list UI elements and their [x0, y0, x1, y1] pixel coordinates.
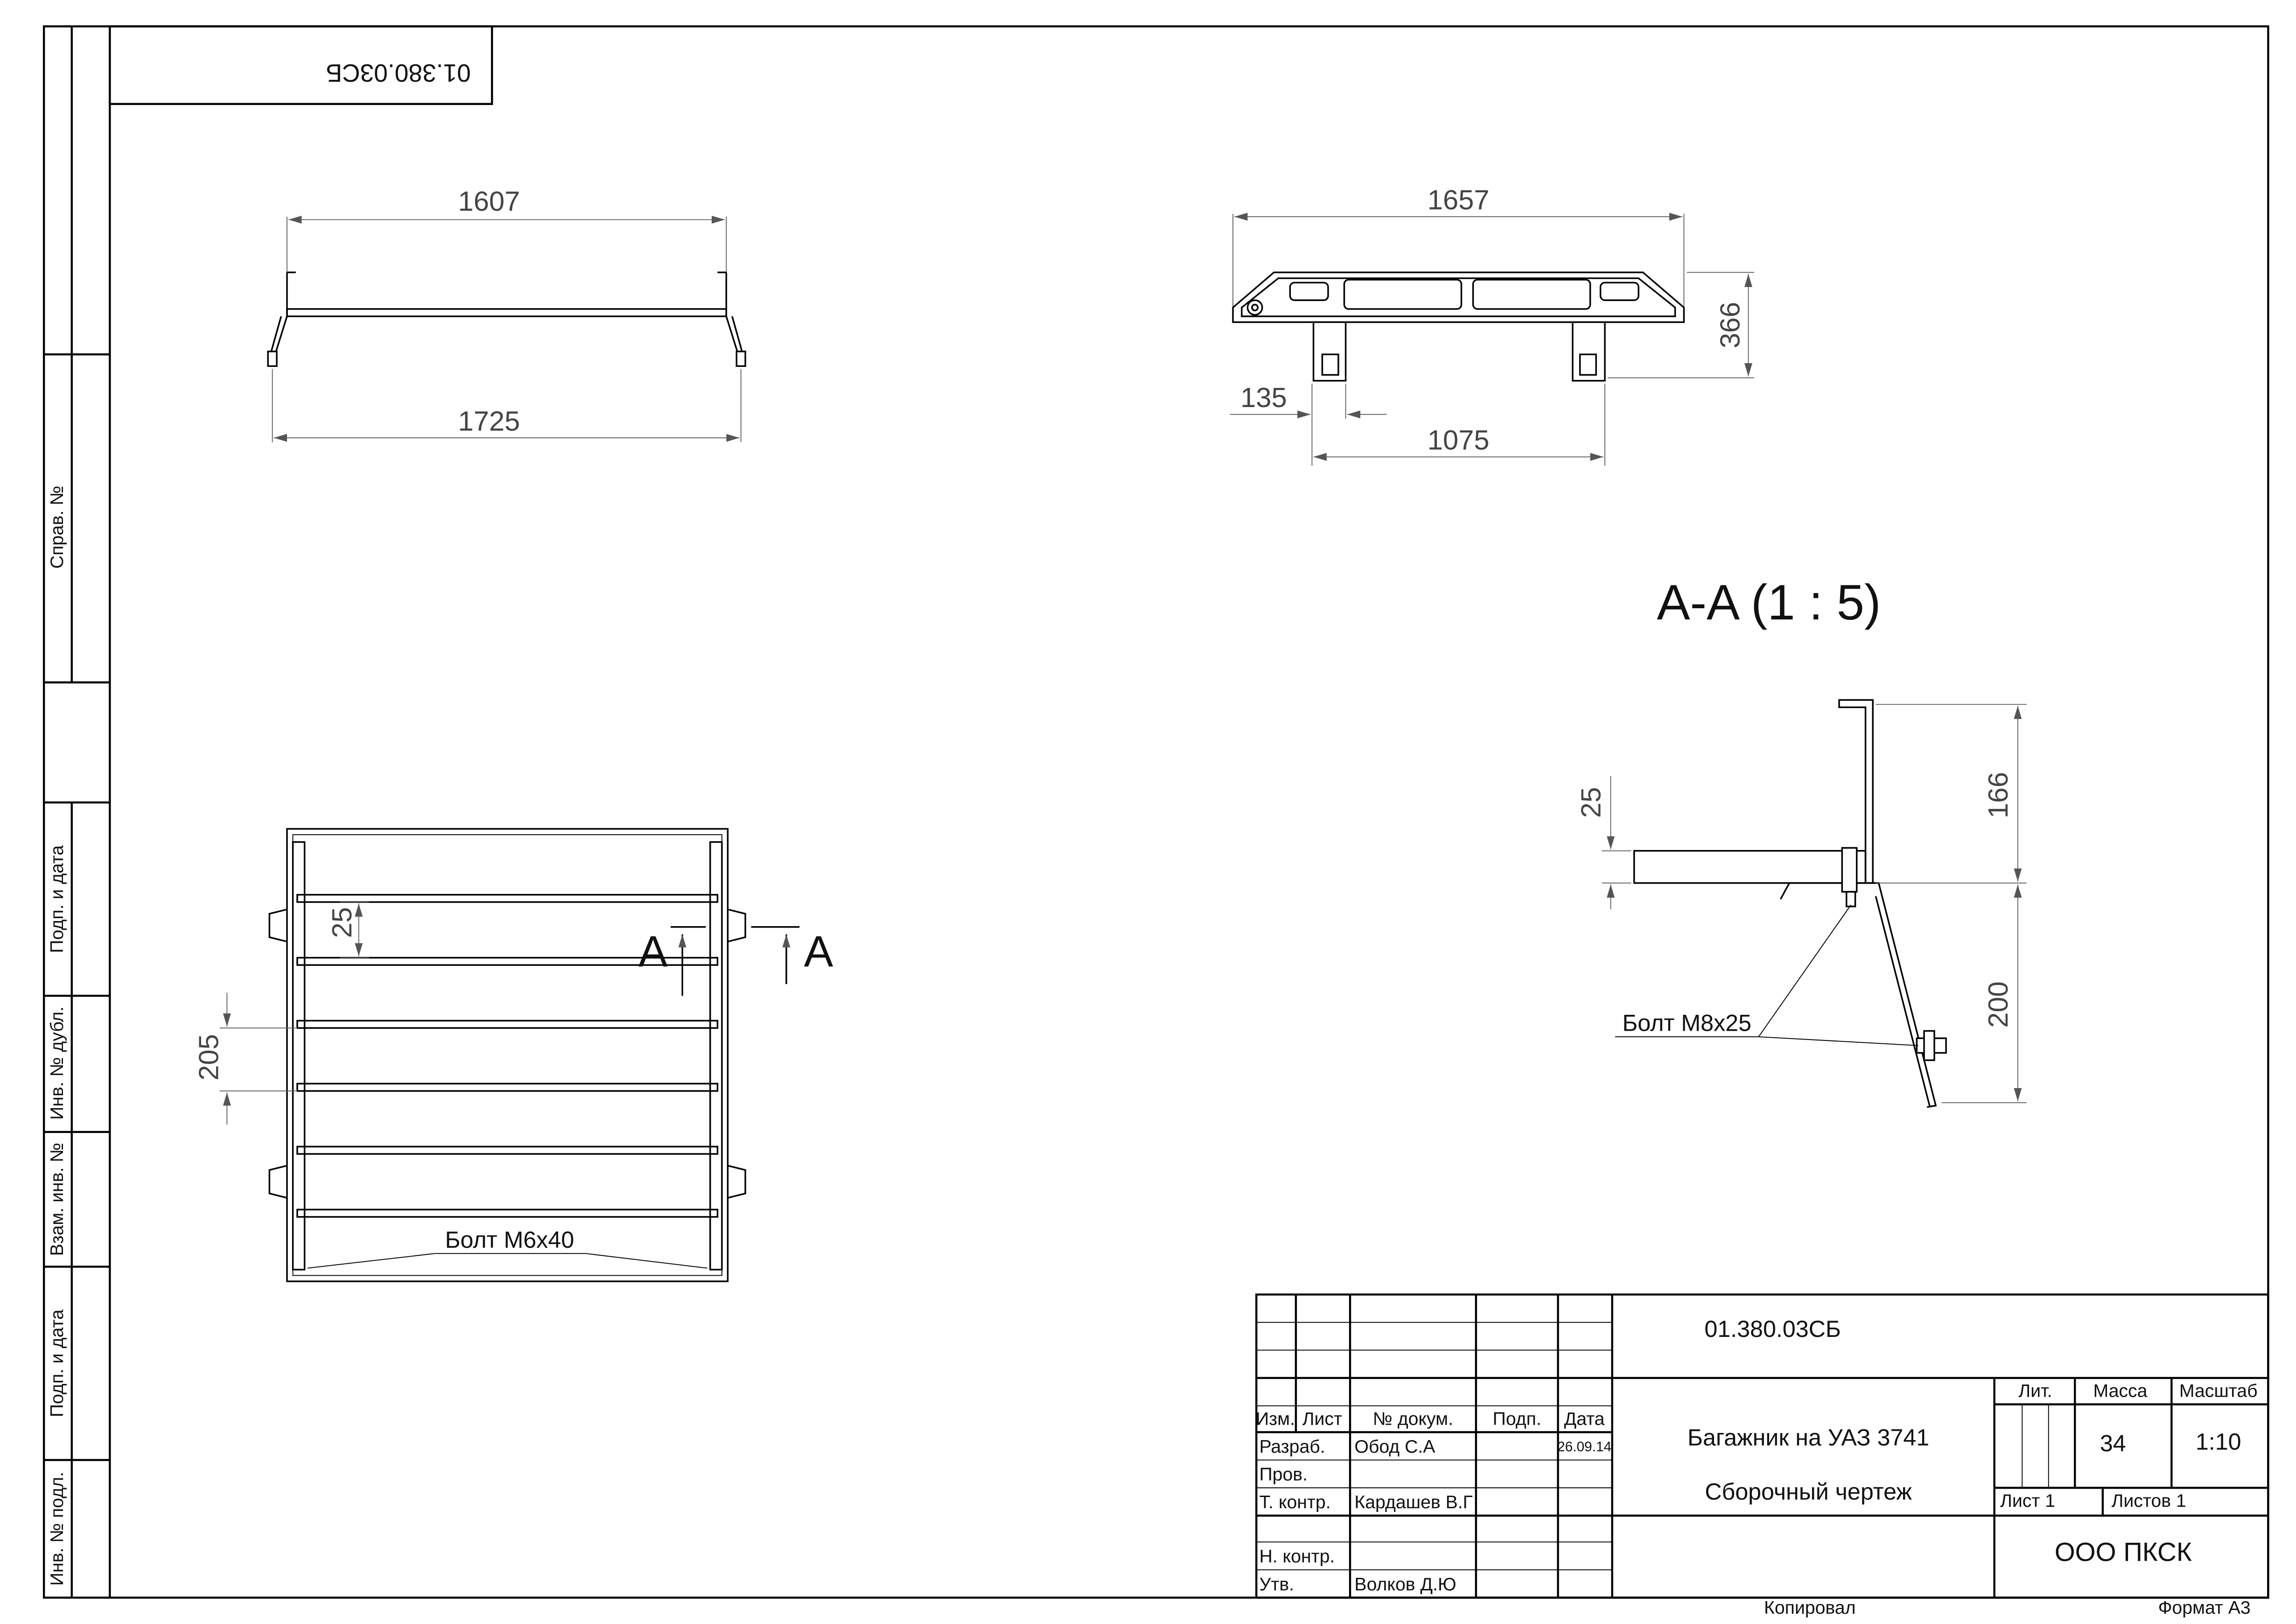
inv-no-podl-label: Инв. № подл. [47, 1472, 67, 1586]
vzam-inv-no-label: Взам. инв. № [47, 1143, 67, 1256]
tb-header-n-dokum: № докум. [1373, 1409, 1453, 1429]
rotated-drawing-code: 01.380.03СБ [326, 59, 471, 86]
top-dim-205: 205 [193, 1034, 224, 1080]
tb-header-data: Дата [1564, 1409, 1605, 1429]
title-block: 01.380.03СБ Изм. Лист № докум. Подп. Дат… [1255, 1293, 2269, 1599]
tb-mass-label: Масса [2093, 1381, 2148, 1401]
footer-copied: Копировал [1764, 1598, 1855, 1618]
tb-scale-label: Масштаб [2179, 1381, 2258, 1401]
tb-header-list: Лист [1302, 1409, 1342, 1429]
footer-format: Формат А3 [2158, 1598, 2251, 1618]
tb-razrab-label: Разраб. [1259, 1437, 1325, 1457]
tb-organization: ООО ПКСК [2055, 1537, 2192, 1567]
side-dim-366: 366 [1715, 302, 1746, 348]
tb-product-name: Багажник на УАЗ 3741 [1687, 1424, 1929, 1450]
tb-utv-label: Утв. [1259, 1575, 1294, 1595]
side-dim-1075: 1075 [1428, 424, 1490, 456]
tb-t-kontr-name: Кардашев В.Г [1354, 1492, 1472, 1512]
top-bolt-label: Болт М6х40 [445, 1227, 574, 1253]
top-view: Болт М6х40 25 205 A A [193, 828, 833, 1282]
tb-n-kontr-label: Н. контр. [1259, 1547, 1335, 1567]
front-view: 1607 1725 [267, 186, 746, 443]
section-view: A-A (1 : 5) Болт М8х25 25 166 200 [1575, 574, 2027, 1108]
tb-header-podp: Подп. [1493, 1409, 1541, 1429]
section-dim-166: 166 [1982, 772, 2014, 818]
front-dim-1725: 1725 [458, 405, 520, 436]
tb-scale-value: 1:10 [2196, 1429, 2241, 1455]
tb-razrab-date: 26.09.14 [1557, 1439, 1611, 1455]
section-mark-left: A [638, 927, 668, 976]
tb-header-izm: Изм. [1256, 1409, 1295, 1429]
front-dim-1607: 1607 [458, 186, 520, 217]
section-dim-200: 200 [1982, 981, 2014, 1027]
section-title: A-A (1 : 5) [1657, 574, 1881, 630]
side-view: 1657 366 135 1075 [1230, 184, 1755, 466]
side-dim-1657: 1657 [1428, 184, 1490, 216]
side-dim-135: 135 [1240, 382, 1287, 413]
podp-data-label-2: Подп. и дата [47, 1309, 67, 1417]
tb-lit-label: Лит. [2018, 1381, 2052, 1401]
section-mark-right: A [804, 927, 833, 976]
tb-prov-label: Пров. [1259, 1465, 1308, 1485]
section-bolt-label: Болт М8х25 [1622, 1010, 1751, 1036]
tb-razrab-name: Обод С.А [1354, 1437, 1435, 1457]
side-columns: Справ. № Подп. и дата Инв. № дубл. Взам.… [47, 485, 67, 1586]
tb-sheet-label: Лист 1 [2000, 1491, 2055, 1511]
top-dim-25: 25 [326, 907, 357, 938]
sprav-no-label: Справ. № [47, 485, 67, 569]
tb-designation: 01.380.03СБ [1704, 1316, 1841, 1342]
inv-no-dubl-label: Инв. № дубл. [47, 1006, 67, 1120]
podp-data-label-1: Подп. и дата [47, 845, 67, 953]
tb-t-kontr-label: Т. контр. [1259, 1492, 1330, 1512]
top-view-crossbars [296, 894, 719, 1218]
sheet-footer: Копировал Формат А3 [1764, 1598, 2251, 1618]
sheet-frame [42, 25, 2269, 1599]
tb-utv-name: Волков Д.Ю [1354, 1575, 1456, 1595]
tb-document-type: Сборочный чертеж [1705, 1478, 1912, 1504]
tb-sheets-label: Листов 1 [2112, 1491, 2186, 1511]
section-dim-25: 25 [1575, 787, 1607, 818]
rotated-code-box: 01.380.03СБ [109, 25, 493, 105]
tb-mass-value: 34 [2100, 1430, 2126, 1456]
